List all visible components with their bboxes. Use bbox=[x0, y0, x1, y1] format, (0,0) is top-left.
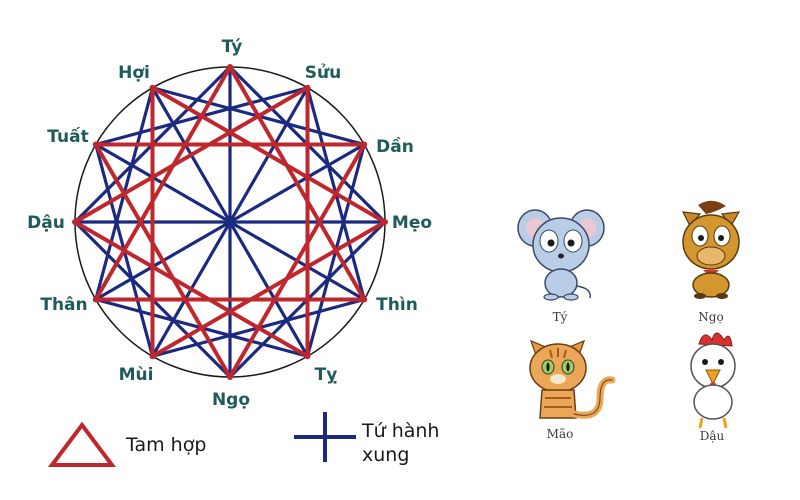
zodiac-node bbox=[92, 296, 99, 303]
label-ti: Tỵ bbox=[315, 365, 338, 385]
tam-hop-line bbox=[150, 220, 387, 359]
zodiac-node bbox=[382, 219, 388, 225]
zodiac-node bbox=[304, 353, 311, 360]
legend-tam-hop-label: Tam hợp bbox=[125, 434, 206, 456]
tu-hanh-xung-lines bbox=[73, 65, 387, 379]
label-meo: Mẹo bbox=[392, 213, 432, 233]
animal-horse-label: Ngọ bbox=[698, 310, 723, 324]
animal-rooster-label: Dậu bbox=[700, 429, 725, 443]
animal-mouse-label: Tý bbox=[553, 310, 568, 324]
zodiac-node bbox=[92, 141, 99, 148]
cross-icon bbox=[294, 412, 356, 462]
zodiac-node bbox=[149, 353, 156, 360]
animal-cat-label: Mão bbox=[547, 427, 574, 441]
label-hoi: Hợi bbox=[118, 63, 150, 83]
rooster-icon bbox=[690, 332, 736, 429]
label-dan: Dần bbox=[376, 136, 414, 157]
tam-hop-line bbox=[150, 85, 387, 224]
cat-icon bbox=[529, 339, 616, 419]
zodiac-node bbox=[361, 296, 368, 303]
legend-tu-hanh-xung: Tứ hành xung bbox=[294, 412, 439, 466]
animal-horse: Ngọ bbox=[681, 200, 741, 324]
zodiac-node bbox=[304, 84, 311, 91]
label-suu: Sửu bbox=[305, 63, 341, 83]
zodiac-node bbox=[149, 84, 156, 91]
tam-hop-line bbox=[73, 220, 310, 359]
triangle-icon bbox=[48, 421, 116, 467]
tam-hop-line bbox=[93, 142, 232, 379]
tam-hop-line bbox=[73, 85, 310, 224]
zodiac-node bbox=[72, 219, 78, 225]
animal-mouse: Tý bbox=[517, 209, 605, 324]
tam-hop-line bbox=[228, 65, 367, 302]
label-ngo: Ngọ bbox=[212, 390, 250, 410]
tam-hop-lines bbox=[72, 64, 388, 380]
label-thin: Thìn bbox=[376, 295, 418, 315]
label-tuat: Tuất bbox=[47, 126, 88, 147]
tam-hop-line bbox=[228, 142, 367, 379]
zodiac-node bbox=[227, 64, 233, 70]
animal-cat: Mão bbox=[529, 339, 616, 441]
legend-tu-hanh-xung-line1: Tứ hành bbox=[361, 420, 439, 442]
label-ty: Tý bbox=[222, 37, 243, 57]
horse-icon bbox=[681, 200, 741, 299]
label-dau: Dậu bbox=[27, 213, 65, 233]
label-than: Thân bbox=[40, 295, 87, 315]
legend-tu-hanh-xung-line2: xung bbox=[362, 444, 409, 466]
zodiac-node bbox=[227, 374, 233, 380]
zodiac-node bbox=[361, 141, 368, 148]
tu-hanh-xung-line bbox=[150, 86, 310, 358]
label-mui: Mùi bbox=[119, 365, 154, 385]
mouse-icon bbox=[517, 209, 605, 301]
legend-tam-hop: Tam hợp bbox=[48, 421, 206, 467]
tam-hop-line bbox=[93, 65, 232, 302]
animal-rooster: Dậu bbox=[690, 332, 736, 443]
